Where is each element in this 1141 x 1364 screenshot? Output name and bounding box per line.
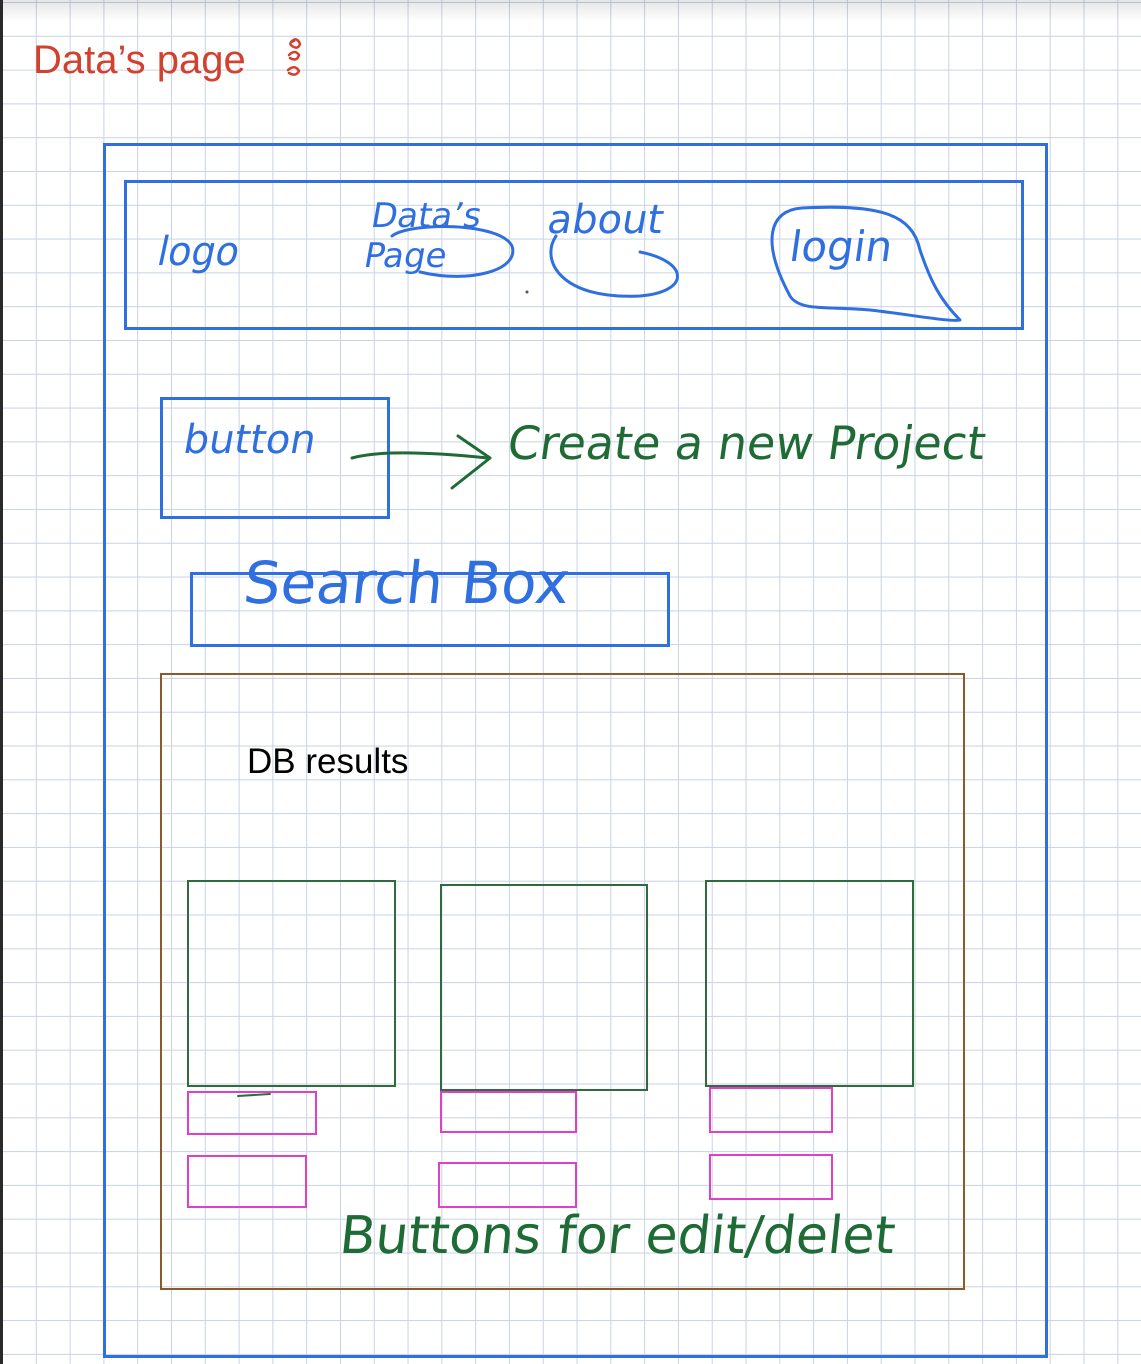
card-1-delete-button[interactable] (187, 1155, 307, 1208)
page-wireframe-frame (103, 143, 1048, 1358)
page-title: Data’s page (33, 38, 246, 82)
canvas-left-edge (0, 0, 3, 1364)
about-circle (549, 234, 679, 298)
db-results-label: DB results (247, 742, 409, 781)
stray-mark-card-1 (237, 1093, 271, 1097)
result-card-1[interactable] (187, 880, 396, 1087)
create-project-button[interactable] (160, 397, 390, 519)
stray-dot-navbar (525, 290, 529, 294)
db-results-container (160, 673, 965, 1290)
card-3-delete-button[interactable] (709, 1154, 833, 1200)
search-input[interactable] (190, 572, 670, 647)
buttons-note: Buttons for edit/delet (336, 1206, 899, 1266)
card-2-edit-button[interactable] (440, 1091, 577, 1133)
page-top-shadow (0, 0, 1141, 22)
card-1-edit-button[interactable] (187, 1091, 317, 1135)
navbar-frame (124, 180, 1024, 330)
result-card-2[interactable] (440, 884, 648, 1091)
card-3-edit-button[interactable] (709, 1087, 833, 1133)
data-page-circle (390, 225, 515, 278)
card-2-delete-button[interactable] (438, 1162, 577, 1208)
result-card-3[interactable] (705, 880, 914, 1087)
login-bubble (770, 205, 962, 322)
